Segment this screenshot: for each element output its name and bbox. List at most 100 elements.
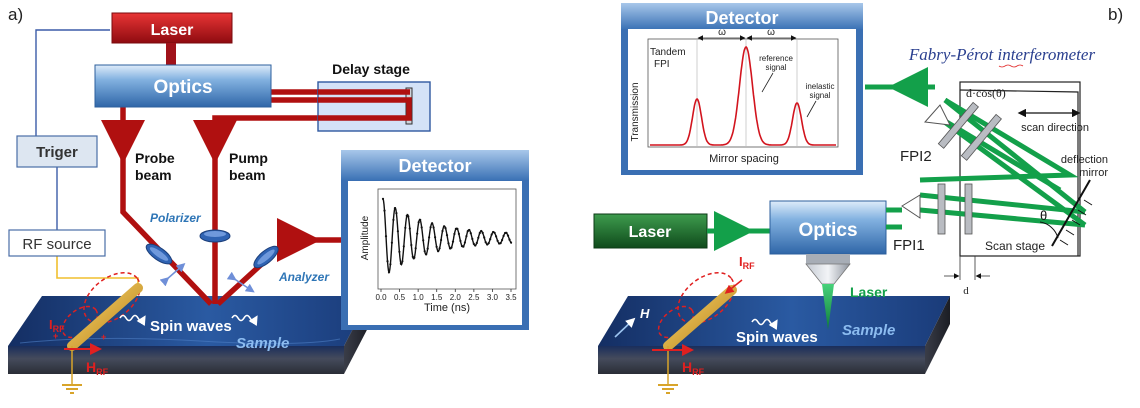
time-axis-tick-label: 3.0: [487, 293, 499, 302]
decay-data-dot: [489, 238, 492, 241]
decay-data-dot: [434, 236, 437, 239]
decay-data-dot: [437, 250, 440, 253]
decay-data-dot: [474, 244, 477, 247]
fpi-title-underline: [998, 64, 1024, 68]
laser-green-label: Laser: [850, 284, 888, 300]
decay-data-dot: [462, 245, 465, 248]
decay-data-dot: [420, 226, 423, 229]
decay-data-dot: [442, 225, 446, 228]
decay-data-dot: [496, 239, 499, 242]
decay-data-dot: [429, 226, 432, 229]
decay-data-dot: [480, 229, 483, 233]
inelastic-label-1: inelastic: [806, 82, 835, 91]
decay-data-dot: [444, 227, 447, 230]
decay-data-dot: [447, 242, 450, 245]
scan-stage-label: Scan stage: [985, 239, 1045, 253]
transmission-axis-label: Transmission: [630, 82, 641, 141]
reference-label-2: signal: [766, 63, 787, 72]
fpi1-label: FPI1: [893, 237, 925, 254]
decay-data-dot: [440, 238, 443, 242]
decay-data-dot: [457, 232, 460, 235]
decay-data-dot: [386, 260, 389, 263]
h-rf-label-b: HRF: [682, 359, 705, 377]
triger-box: Triger: [16, 135, 98, 168]
spin-wave-squiggle-b: [751, 318, 778, 330]
detector-label-a: Detector: [398, 156, 471, 176]
decay-data-dot: [384, 235, 388, 238]
decay-data-dot: [410, 243, 413, 247]
spin-waves-label-a: Spin waves: [150, 318, 232, 335]
fpi-title: Fabry-Pérot interferometer: [908, 45, 1096, 64]
time-axis-tick-label: 2.5: [468, 293, 480, 302]
decay-data-dot: [469, 232, 472, 235]
decay-data-dot: [441, 229, 444, 233]
probe-beam-line: [120, 107, 213, 306]
polarizer-label: Polarizer: [150, 211, 202, 225]
pump-lens-disc: [199, 229, 231, 243]
rf-source-label: RF source: [22, 236, 91, 253]
time-axis-tick-label: 0.0: [375, 293, 387, 302]
deflection-label-2: mirror: [1079, 167, 1108, 179]
decay-data-dot: [468, 228, 471, 232]
fpi-beam-paths: [919, 97, 1087, 228]
decay-data-dot: [506, 234, 510, 237]
panel-b: b) Detector ω ω Tandem FPI Transmission …: [593, 3, 1123, 394]
triger-label: Triger: [36, 144, 78, 161]
decay-data-dot: [393, 207, 396, 210]
decay-data-dot: [445, 234, 449, 237]
decay-data-dot: [423, 250, 426, 253]
reference-label-1: reference: [759, 54, 793, 63]
decay-data-dot: [426, 247, 429, 250]
decay-data-dot: [501, 238, 504, 242]
detector-label-b: Detector: [705, 8, 778, 28]
rf-source-box: RF source: [8, 229, 106, 257]
decay-data-dot: [399, 262, 402, 265]
time-axis-tick-label: 1.5: [431, 293, 443, 302]
deflection-label-1: deflection: [1061, 154, 1108, 166]
decay-data-dots: [381, 197, 513, 274]
optics-label-b: Optics: [798, 220, 857, 241]
decay-data-dot: [431, 222, 434, 225]
decay-data-dot: [465, 235, 468, 238]
decay-data-dot: [392, 218, 395, 221]
decay-data-dot: [413, 256, 416, 259]
decay-data-dot: [416, 232, 419, 235]
decay-data-dot: [402, 245, 405, 248]
theta-label: θ: [1040, 208, 1047, 223]
delay-stage: Delay stage: [317, 61, 431, 132]
pump-beam-label-1: Pump: [229, 150, 268, 166]
decay-data-dot: [463, 241, 466, 244]
decay-data-dot: [505, 231, 508, 234]
delay-stage-label: Delay stage: [332, 61, 410, 77]
decay-data-dot: [471, 237, 474, 240]
optics-box-b: Optics: [769, 200, 887, 255]
decay-data-dot: [414, 247, 417, 250]
analyzer-label: Analyzer: [278, 270, 330, 284]
fpi2-plates: [923, 101, 1002, 161]
optics-box-a: Optics: [94, 64, 272, 108]
decay-data-dot: [487, 242, 490, 245]
fpi2-label: FPI2: [900, 148, 932, 165]
decay-data-dot: [472, 242, 475, 245]
decay-data-dot: [401, 260, 404, 263]
decay-data-dot: [483, 236, 486, 239]
sample-label-a: Sample: [236, 335, 289, 352]
polarizer-disc: [145, 243, 186, 287]
panel-a: a) Laser: [8, 5, 529, 394]
analyzer-disc: [226, 245, 279, 293]
decay-data-dot: [395, 212, 398, 215]
decay-data-dot: [475, 241, 478, 245]
scan-direction-label: scan direction: [1021, 122, 1089, 134]
i-rf-label-b: IRF: [739, 254, 755, 271]
decay-data-dot: [383, 209, 386, 212]
decay-oscillation-curve: [382, 198, 513, 274]
decay-data-dot: [509, 241, 513, 244]
time-axis-tick-label: 2.0: [450, 293, 462, 302]
sample-label-b: Sample: [842, 322, 895, 339]
decay-data-dot: [396, 230, 399, 233]
decay-data-dot: [390, 241, 393, 244]
spin-wave-squiggle-2: [231, 314, 258, 326]
